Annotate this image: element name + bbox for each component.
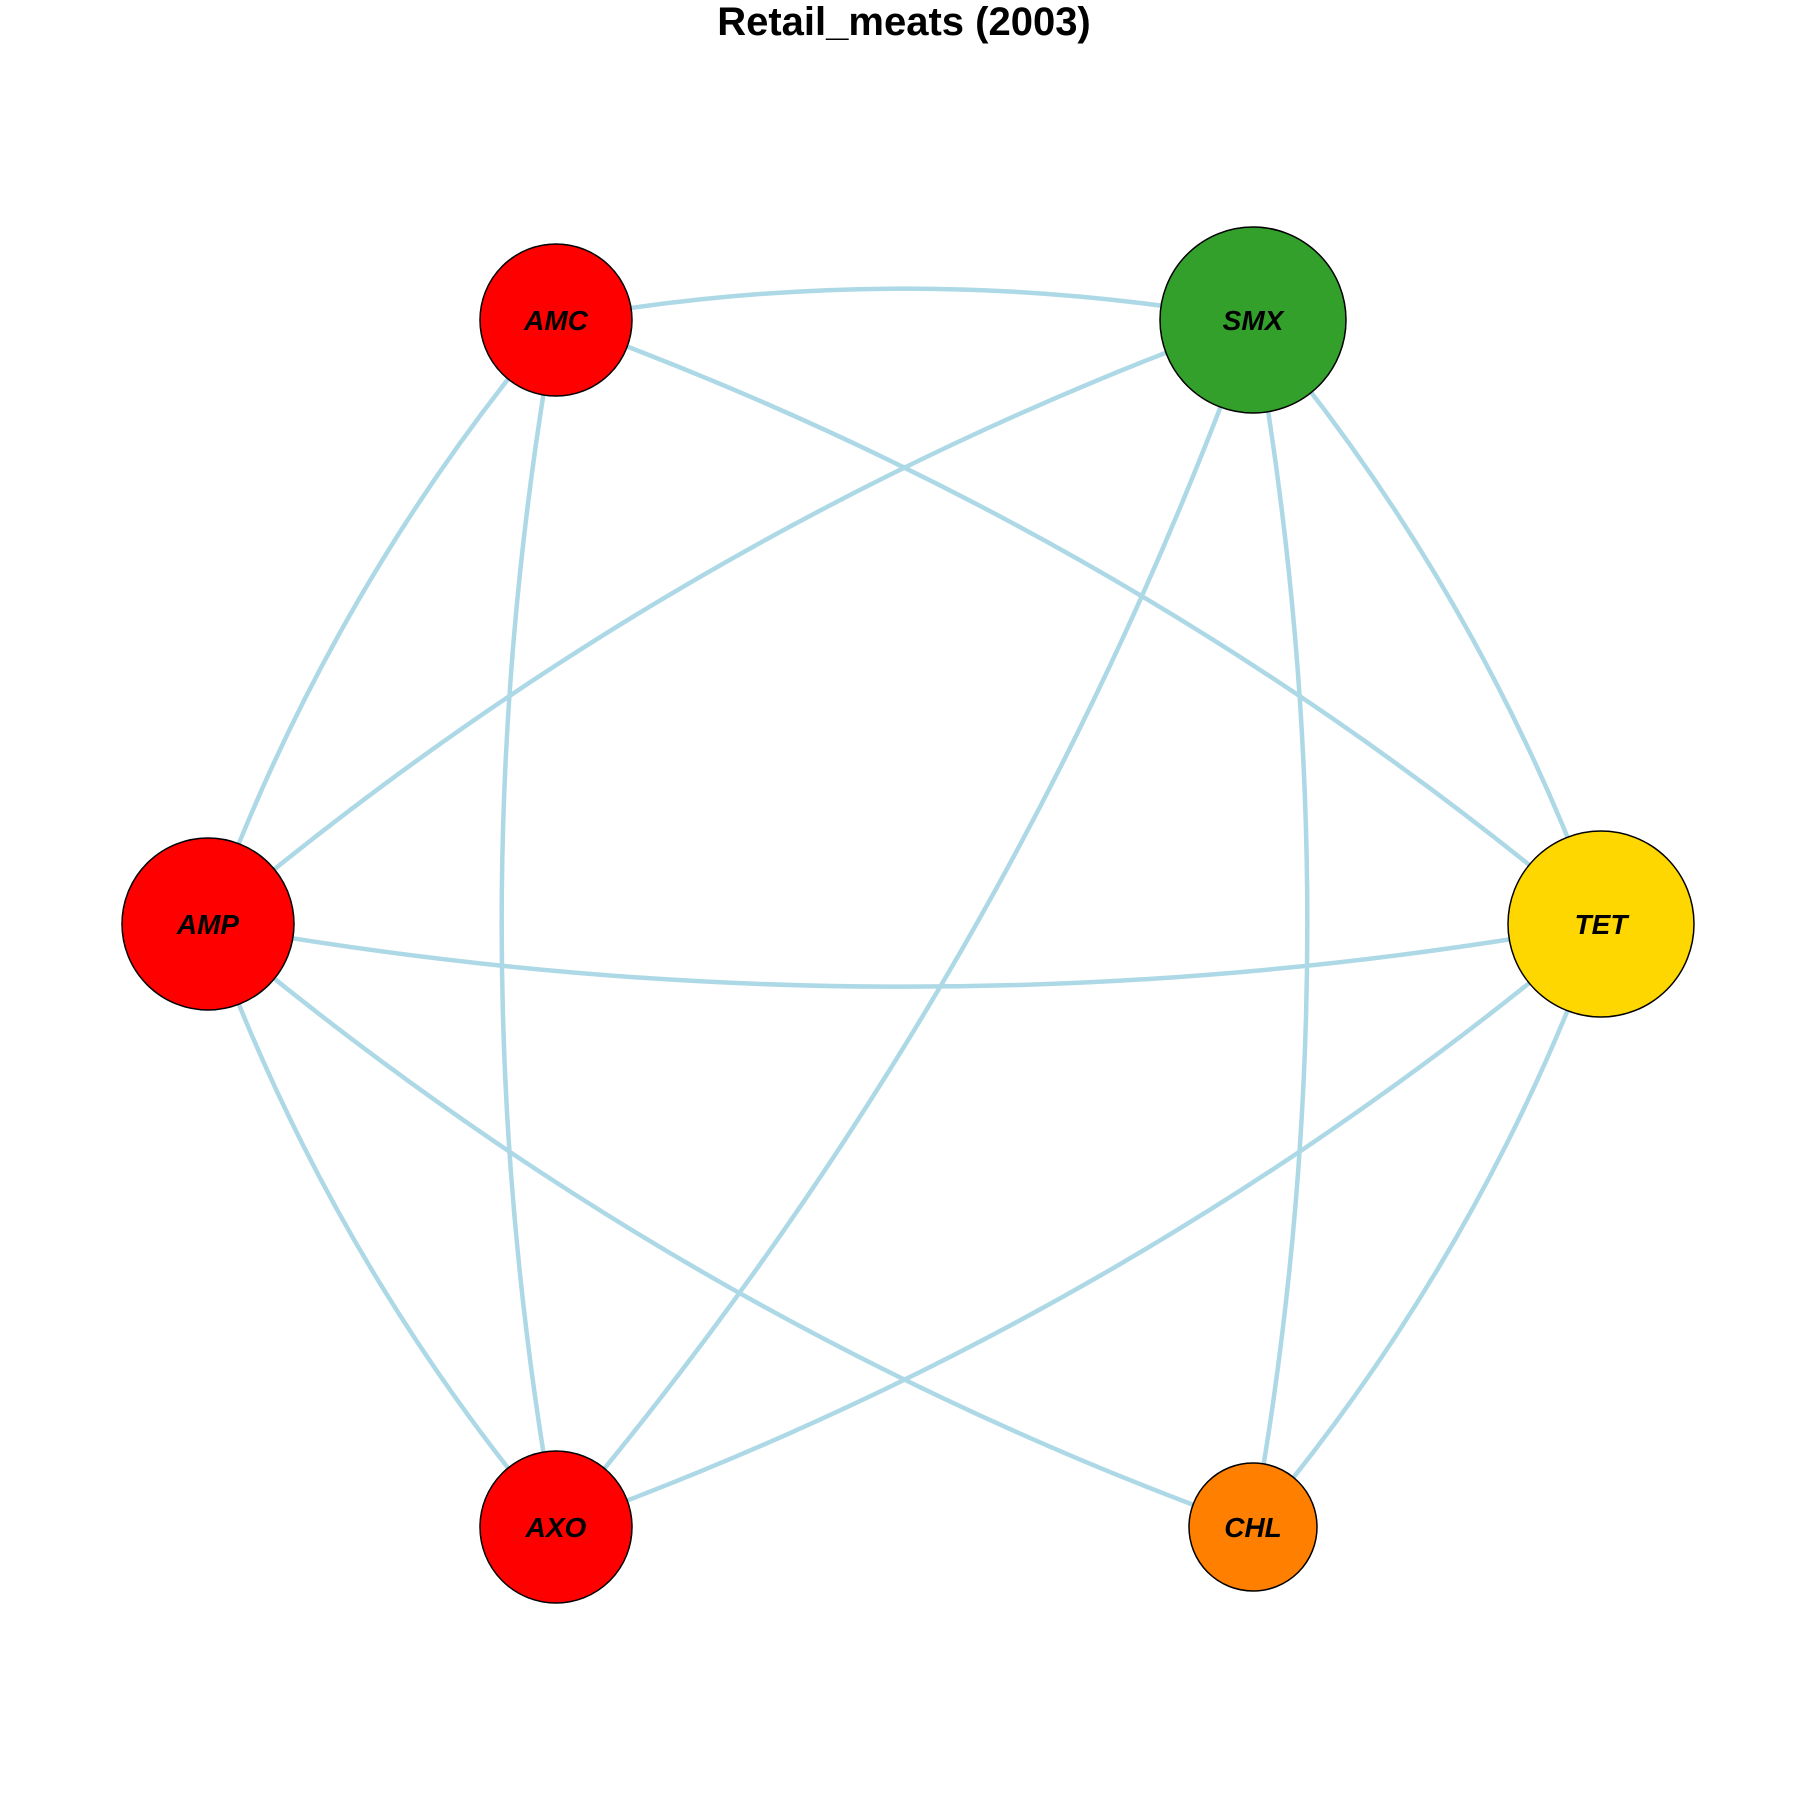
edge-amp-tet <box>205 921 1604 989</box>
node-smx: SMX <box>1159 226 1347 414</box>
node-label-smx: SMX <box>1223 305 1286 336</box>
node-circle-amc <box>479 243 633 397</box>
node-chl: CHL <box>1188 1462 1318 1592</box>
nodes-layer: AMC SMX AMP TET AXO CHL <box>121 226 1695 1604</box>
node-circle-tet <box>1507 830 1695 1018</box>
edge-amp-chl <box>205 921 1256 1530</box>
edge-amc-smx <box>553 286 1256 323</box>
edge-tet-axo <box>553 921 1604 1530</box>
node-tet: TET <box>1507 830 1695 1018</box>
node-label-axo: AXO <box>525 1512 587 1543</box>
node-amc: AMC <box>479 243 633 397</box>
edge-amc-tet <box>553 317 1604 927</box>
node-label-tet: TET <box>1575 909 1631 940</box>
edge-amp-axo <box>205 921 559 1530</box>
edge-tet-chl <box>1250 921 1604 1530</box>
edge-amc-amp <box>205 317 559 927</box>
node-label-chl: CHL <box>1224 1512 1282 1543</box>
edge-smx-axo <box>553 317 1256 1530</box>
node-label-amc: AMC <box>523 305 589 336</box>
edge-smx-tet <box>1250 317 1604 927</box>
node-circle-amp <box>121 837 295 1011</box>
edge-amc-axo <box>499 317 559 1530</box>
diagram-title: Retail_meats (2003) <box>717 0 1091 44</box>
edges-layer <box>205 286 1604 1530</box>
node-amp: AMP <box>121 837 295 1011</box>
node-label-amp: AMP <box>176 909 240 940</box>
node-axo: AXO <box>479 1450 633 1604</box>
edge-smx-amp <box>205 317 1256 927</box>
node-circle-smx <box>1159 226 1347 414</box>
node-circle-chl <box>1188 1462 1318 1592</box>
node-circle-axo <box>479 1450 633 1604</box>
edge-smx-chl <box>1250 317 1310 1530</box>
